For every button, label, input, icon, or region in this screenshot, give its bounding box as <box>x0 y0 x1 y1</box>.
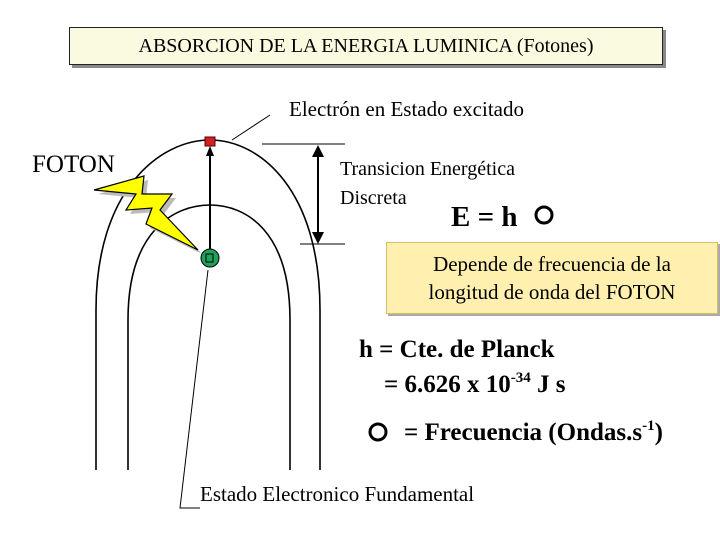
photon-bolt <box>93 175 199 251</box>
planck-value-suffix: J s <box>530 371 566 398</box>
nu-symbol-frequency <box>368 422 388 442</box>
planck-exponent: -34 <box>510 370 531 386</box>
ground-electron-core <box>205 253 214 263</box>
frequency-exponent: -1 <box>642 418 655 434</box>
transition-label-line1: Transicion Energética <box>340 158 515 180</box>
planck-value-prefix: = 6.626 x 10 <box>384 371 511 398</box>
page-title: ABSORCION DE LA ENERGIA LUMINICA (Fotone… <box>138 34 594 57</box>
frequency-prefix: = Frecuencia (Ondas.s <box>404 419 643 446</box>
planck-definition: h = Cte. de Planck <box>359 336 555 363</box>
ground-state-label: Estado Electronico Fundamental <box>200 482 475 506</box>
energy-gap-arrow-bottom <box>312 232 324 244</box>
title-box: ABSORCION DE LA ENERGIA LUMINICA (Fotone… <box>69 27 663 65</box>
transition-arrowhead <box>206 146 214 156</box>
energy-equation: E = h <box>451 201 518 233</box>
excited-state-label: Electrón en Estado excitado <box>289 97 524 121</box>
nu-symbol-energy <box>534 205 554 225</box>
planck-value: = 6.626 x 10-34 J s <box>384 370 565 399</box>
transition-label-line2: Discreta <box>340 187 407 209</box>
excited-electron <box>204 136 216 147</box>
energy-gap-arrow-top <box>312 145 324 157</box>
excited-leader-line <box>231 114 271 141</box>
depends-line2: longitud de onda del FOTON <box>428 280 676 304</box>
depends-box: Depende de frecuencia de la longitud de … <box>386 242 718 314</box>
ground-leader-line <box>179 269 209 509</box>
photon-label: FOTON <box>32 151 115 178</box>
frequency-suffix: ) <box>654 419 663 446</box>
depends-line1: Depende de frecuencia de la <box>433 252 671 276</box>
frequency-definition: = Frecuencia (Ondas.s-1) <box>404 418 663 447</box>
